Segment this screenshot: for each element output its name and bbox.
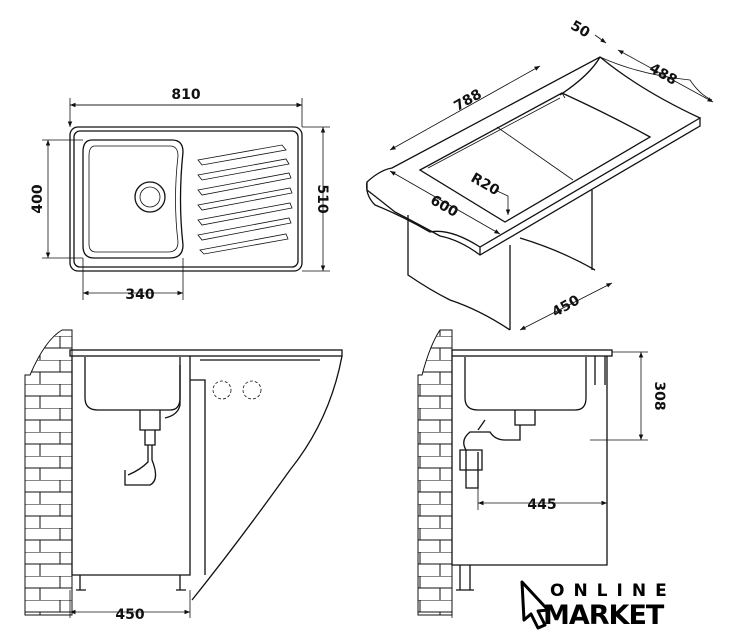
sink-outline — [69, 126, 303, 272]
svg-text:ONLINE: ONLINE — [550, 581, 676, 601]
dim-drain-offset: 445 — [527, 497, 556, 513]
bowl — [464, 357, 587, 411]
dim-cutout-depth: 488 — [646, 60, 679, 88]
wall — [24, 329, 73, 616]
countertop — [366, 56, 702, 248]
bowl — [82, 139, 184, 259]
dim-depth: 510 — [314, 184, 330, 213]
dim-height: 308 — [651, 381, 667, 410]
hole-icon — [242, 380, 262, 400]
online-market-logo: ONLINE MARKET — [520, 580, 676, 631]
countertop — [451, 349, 613, 357]
countertop — [69, 349, 343, 357]
svg-text:MARKET: MARKET — [543, 600, 665, 631]
drainer-ribs — [197, 144, 293, 255]
dim-radius: R20 — [468, 170, 502, 199]
wall — [417, 329, 453, 616]
sink-cutout — [418, 92, 652, 223]
plan-view: 810 400 510 340 — [30, 87, 330, 303]
dim-cabinet-depth: 450 — [549, 292, 583, 321]
isometric-view: 788 50 488 600 R20 450 — [366, 18, 714, 331]
dim-bowl-width: 340 — [125, 287, 154, 303]
dim-front-depth: 600 — [427, 192, 461, 221]
dim-cabinet-width: 450 — [115, 607, 144, 623]
cursor-icon — [520, 580, 550, 630]
dim-rear-margin: 50 — [568, 18, 593, 42]
hole-icon — [212, 380, 232, 400]
side-elevation: 308 445 — [417, 329, 667, 618]
dim-cutout-length: 788 — [451, 86, 484, 114]
dim-width: 810 — [171, 87, 200, 103]
bowl — [84, 357, 181, 411]
dim-bowl-depth: 400 — [30, 184, 46, 213]
drain-icon — [134, 181, 166, 213]
front-elevation: 450 — [24, 329, 343, 623]
